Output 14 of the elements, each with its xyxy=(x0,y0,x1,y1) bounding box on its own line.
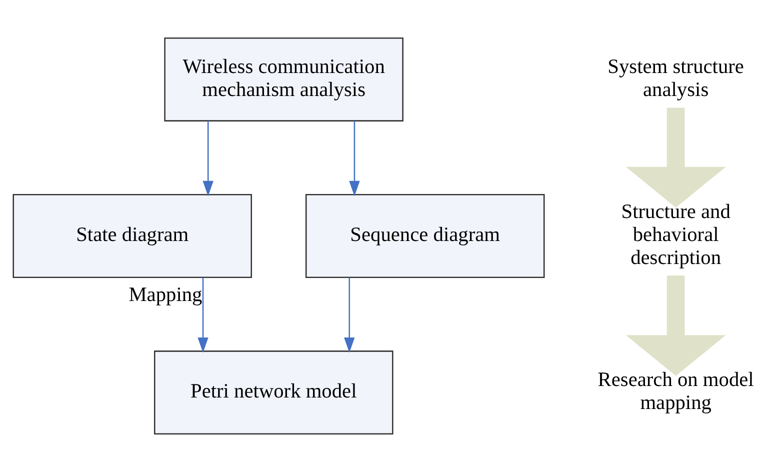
node-box: Wireless communication mechanism analysis xyxy=(164,37,404,122)
node-text: Research on model mapping xyxy=(598,368,754,414)
arrow xyxy=(344,278,355,353)
arrow xyxy=(626,276,726,376)
node-box: Sequence diagram xyxy=(305,194,545,278)
node-box: State diagram xyxy=(12,194,252,278)
node-text: Structure and behavioral description xyxy=(621,200,730,269)
node-box: Petri network model xyxy=(154,350,394,435)
arrow xyxy=(626,108,726,208)
arrow xyxy=(349,121,360,196)
edge-label: Mapping xyxy=(128,284,202,306)
node-text: System structure analysis xyxy=(608,56,744,101)
arrow xyxy=(198,278,208,353)
arrow xyxy=(202,121,214,196)
